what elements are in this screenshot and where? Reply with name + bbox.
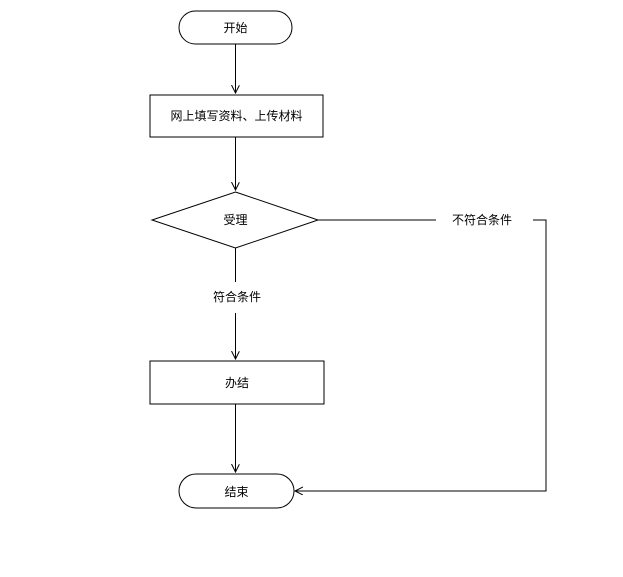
meets-condition-label: 符合条件 <box>213 289 261 304</box>
not-meets-condition-label: 不符合条件 <box>452 212 512 227</box>
edge-reject-segment-2 <box>295 219 547 491</box>
fill-info-label: 网上填写资料、上传材料 <box>170 108 302 123</box>
accept-decision-node: 受理 <box>150 191 320 249</box>
fill-info-node: 网上填写资料、上传材料 <box>149 94 324 138</box>
end-node: 结束 <box>178 473 295 509</box>
process-node: 办结 <box>149 360 325 405</box>
process-label: 办结 <box>225 375 249 390</box>
start-node: 开始 <box>178 10 293 45</box>
accept-label: 受理 <box>223 213 247 227</box>
start-label: 开始 <box>223 21 247 35</box>
end-label: 结束 <box>224 485 248 499</box>
